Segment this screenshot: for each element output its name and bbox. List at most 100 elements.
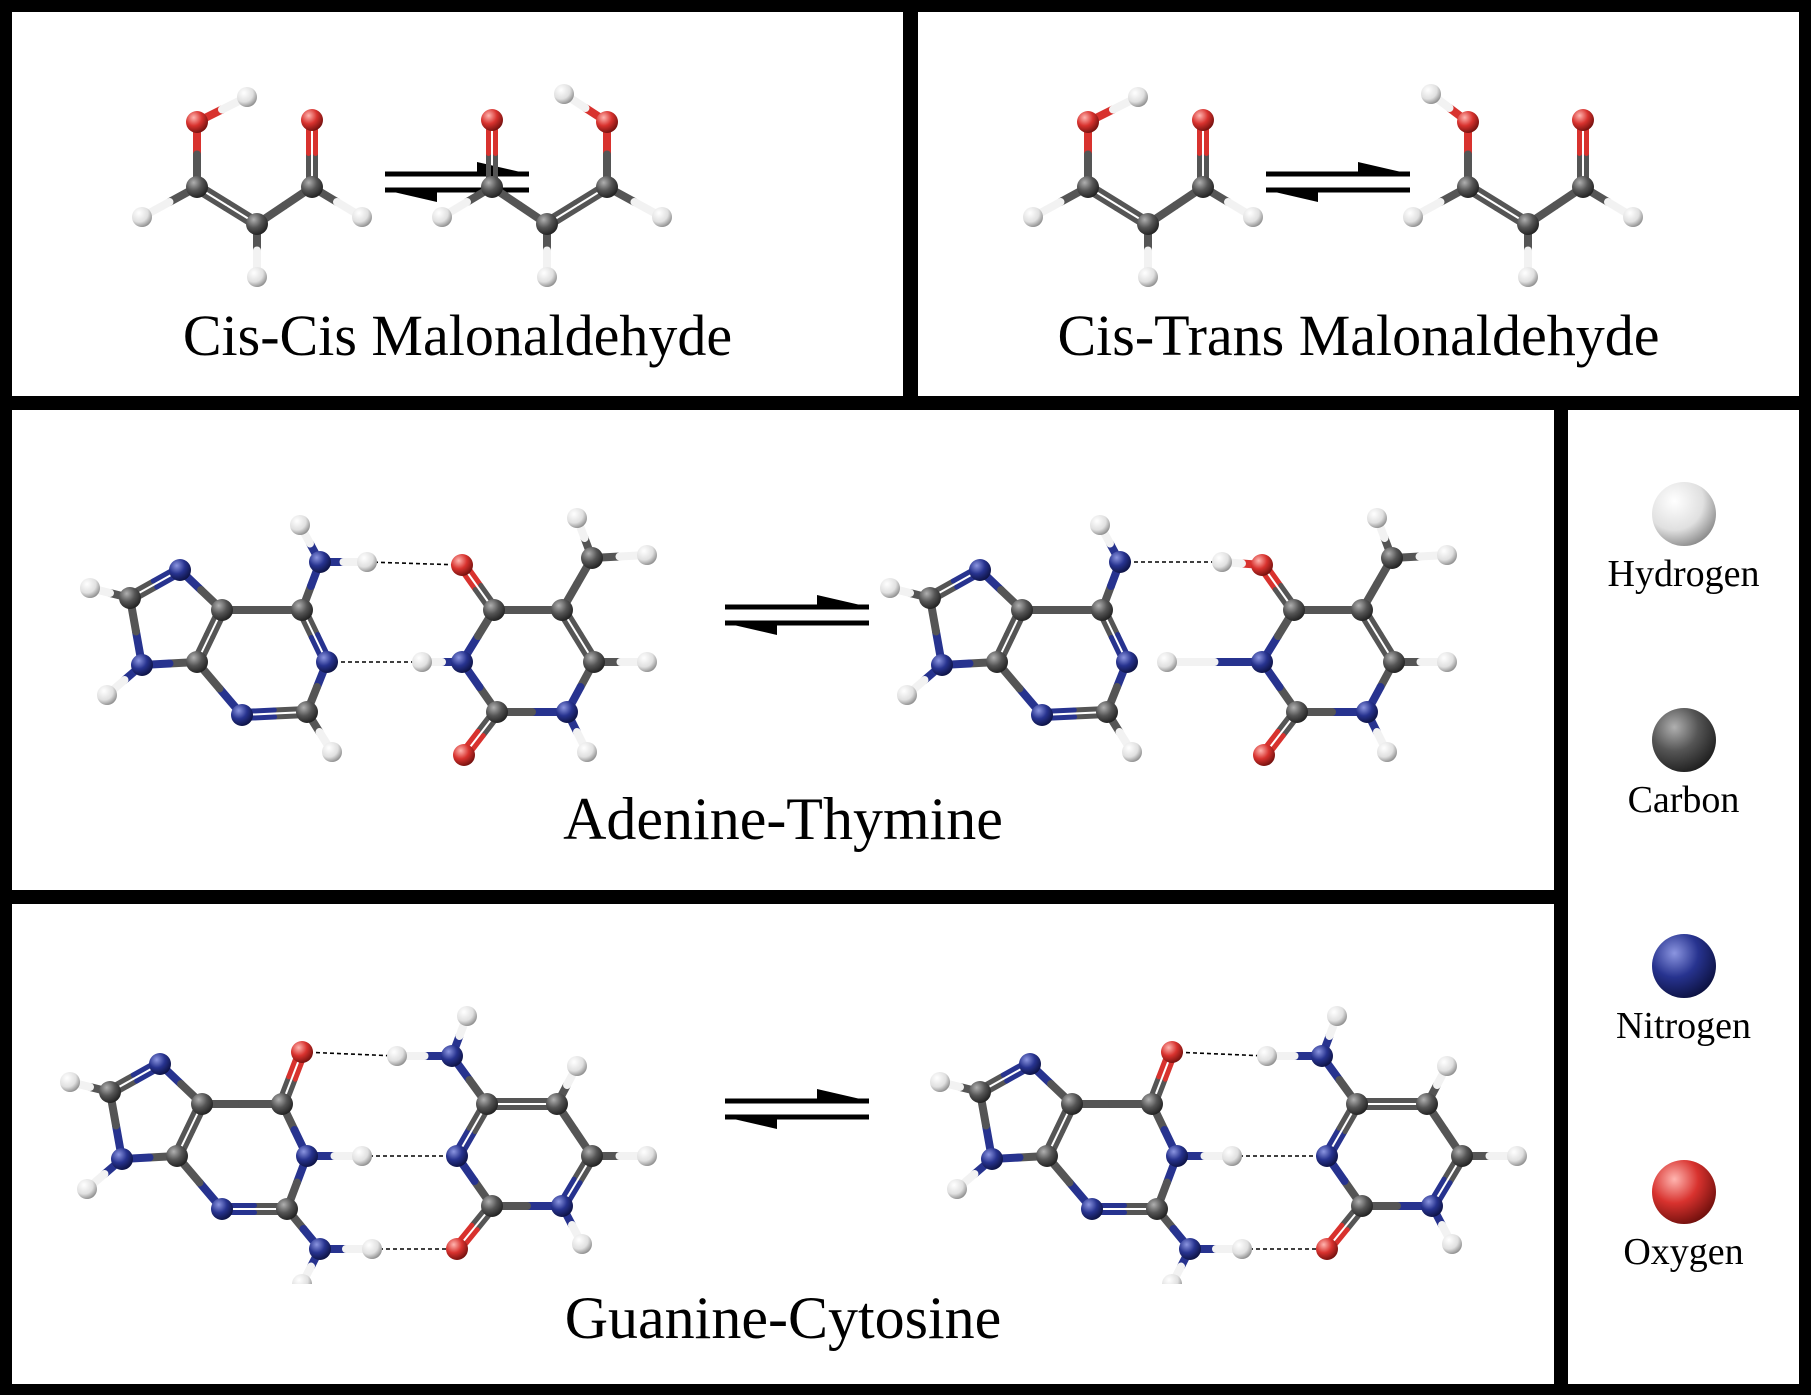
nitrogen-atom [441, 1045, 463, 1067]
nitrogen-atom [1251, 651, 1273, 673]
hydrogen-atom [322, 742, 342, 762]
carbon-atom [583, 651, 605, 673]
carbon-atom [481, 1195, 503, 1217]
carbon-atom [1011, 599, 1033, 621]
carbon-atom [1286, 701, 1308, 723]
guanine-cytosine-molecules-illustration [60, 1006, 1527, 1284]
hydrogen-atom [1367, 508, 1387, 528]
hydrogen-atom [567, 1056, 587, 1076]
molecule [930, 1006, 1527, 1284]
oxygen-atom [1077, 111, 1099, 133]
hydrogen-atom [1518, 267, 1538, 287]
cis-cis-molecules-illustration [132, 84, 672, 287]
hydrogen-atom [567, 508, 587, 528]
hydrogen-atom [412, 652, 432, 672]
hydrogen-atom [362, 1239, 382, 1259]
carbon-atom [476, 1093, 498, 1115]
hydrogen-atom [897, 685, 917, 705]
hydrogen-atom [1257, 1046, 1277, 1066]
nitrogen-atom [1081, 1198, 1103, 1220]
carbon-atom [1061, 1093, 1083, 1115]
carbon-atom [1351, 1195, 1373, 1217]
hydrogen-atom [1623, 207, 1643, 227]
hydrogen-atom [637, 545, 657, 565]
hydrogen-atom [292, 1274, 312, 1284]
carbon-atom [546, 1093, 568, 1115]
nitrogen-atom [556, 701, 578, 723]
carbon-atom [271, 1093, 293, 1115]
hydrogen-atom [637, 1146, 657, 1166]
hydrogen-atom [554, 84, 574, 104]
carbon-atom [969, 1081, 991, 1103]
carbon-atom [1036, 1145, 1058, 1167]
equilibrium-arrows-icon [1266, 162, 1410, 202]
hydrogen-atom [947, 1179, 967, 1199]
nitrogen-atom [316, 651, 338, 673]
legend-label: Carbon [1627, 779, 1740, 821]
carbon-atom [1096, 701, 1118, 723]
legend-label: Oxygen [1623, 1231, 1744, 1273]
carbon-atom [1383, 651, 1405, 673]
carbon-atom [481, 176, 503, 198]
legend-label: Nitrogen [1615, 1005, 1752, 1047]
hydrogen-atom [1377, 742, 1397, 762]
molecule [880, 508, 1457, 766]
hydrogen-atom [1421, 84, 1441, 104]
panel-cis-trans-malonaldehyde: Cis-Trans Malonaldehyde [918, 12, 1799, 396]
hydrogen-atom [80, 578, 100, 598]
nitrogen-atom [1019, 1053, 1041, 1075]
nitrogen-atom [1356, 701, 1378, 723]
oxygen-atom [1316, 1238, 1338, 1260]
adenine-thymine-molecules-illustration [80, 508, 1457, 766]
panel-cis-cis-malonaldehyde: Cis-Cis Malonaldehyde [12, 12, 903, 396]
carbon-atom [1457, 176, 1479, 198]
molecule [80, 508, 657, 766]
nitrogen-atom [169, 559, 191, 581]
cis-trans-molecules-illustration [1023, 84, 1643, 287]
hydrogen-atom [357, 552, 377, 572]
nitrogen-atom [1316, 1145, 1338, 1167]
hydrogen-atom [387, 1046, 407, 1066]
carbon-atom [166, 1145, 188, 1167]
hydrogen-atom [577, 742, 597, 762]
atom-legend: Hydrogen Carbon Nitrogen Oxygen [1568, 410, 1799, 1384]
oxygen-atom [451, 554, 473, 576]
oxygen-atom [481, 109, 503, 131]
hydrogen-atom [237, 87, 257, 107]
carbon-atom [1192, 176, 1214, 198]
hydrogen-atom [1232, 1239, 1252, 1259]
carbon-atom [291, 599, 313, 621]
carbon-atom [596, 176, 618, 198]
hydrogen-atom [1128, 87, 1148, 107]
hydrogen-atom [457, 1006, 477, 1026]
nitrogen-atom [446, 1145, 468, 1167]
panel-title: Guanine-Cytosine [564, 1285, 1002, 1351]
carbon-atom [1146, 1198, 1168, 1220]
legend-item-oxygen: Oxygen [1568, 1158, 1799, 1298]
hydrogen-atom [352, 207, 372, 227]
oxygen-atom [1253, 744, 1275, 766]
hydrogen-atom [1023, 207, 1043, 227]
hydrogen-atom [77, 1179, 97, 1199]
carbon-atom [1416, 1093, 1438, 1115]
nitrogen-atom [1166, 1145, 1188, 1167]
oxygen-atom [1192, 109, 1214, 131]
hydrogen-atom [537, 267, 557, 287]
carbon-atom [1091, 599, 1113, 621]
oxygen-atom [1457, 111, 1479, 133]
oxygen-atom [301, 109, 323, 131]
nitrogen-atom [1311, 1045, 1333, 1067]
carbon-atom [296, 701, 318, 723]
carbon-atom [483, 599, 505, 621]
nitrogen-atom [1421, 1195, 1443, 1217]
molecule [132, 87, 372, 287]
carbon-atom [1381, 547, 1403, 569]
carbon-atom [1517, 213, 1539, 235]
nitrogen-atom [1116, 651, 1138, 673]
carbon-atom [99, 1081, 121, 1103]
hydrogen-atom [1437, 652, 1457, 672]
hydrogen-atom [97, 685, 117, 705]
molecule [60, 1006, 657, 1284]
hydrogen-atom [1442, 1234, 1462, 1254]
carbon-atom [186, 176, 208, 198]
